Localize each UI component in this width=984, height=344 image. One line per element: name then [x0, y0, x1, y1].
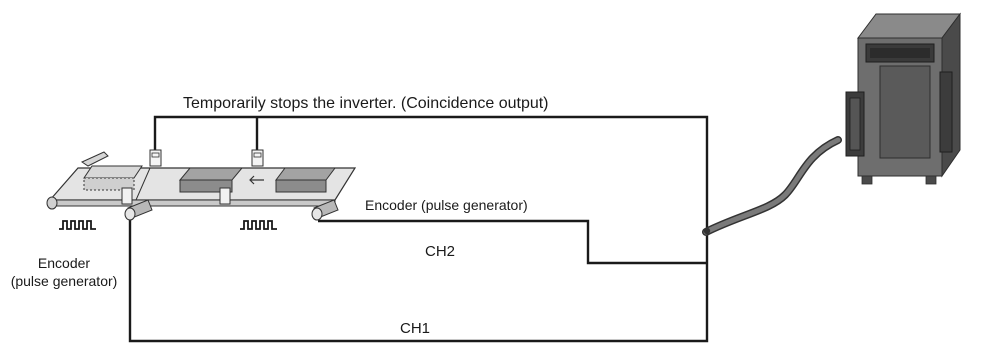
pulse-waveform-right-icon: [240, 220, 277, 230]
encoder-left-icon: [124, 199, 153, 221]
sensor-2-icon: [251, 149, 264, 167]
workpiece-dotted-top: [83, 165, 143, 179]
pulse-waveform-left-icon: [59, 220, 96, 230]
encoder-right-label: Encoder (pulse generator): [365, 197, 528, 213]
coincidence-output-wire: [153, 115, 709, 230]
ch2-wire: [318, 219, 707, 265]
ch2-label: CH2: [425, 243, 455, 260]
conveyor-roller-left: [46, 196, 58, 210]
ch1-label: CH1: [400, 320, 430, 337]
wiring: [128, 115, 709, 343]
conveyor-post-left: [121, 187, 133, 205]
conveyor-post-right: [219, 187, 231, 205]
sensor-1-icon: [149, 149, 162, 167]
counter-module: [845, 12, 961, 185]
coincidence-output-label: Temporarily stops the inverter. (Coincid…: [183, 95, 549, 112]
encoder-left-label-line2: (pulse generator): [11, 273, 118, 289]
workpiece-1-front: [179, 179, 233, 193]
conveyor-lever: [80, 151, 109, 167]
encoder-left-label-line1: Encoder: [38, 255, 90, 271]
workpiece-2-front: [275, 179, 327, 193]
conveyor-front: [49, 199, 336, 207]
workpiece-dotted-front: [83, 177, 135, 191]
encoder-right-icon: [311, 199, 339, 221]
workpiece-1-top: [178, 167, 244, 181]
conveyor: [46, 149, 357, 210]
direction-arrow-icon: [249, 175, 264, 185]
workpiece-2-top: [275, 167, 336, 181]
ch1-wire: [128, 218, 709, 343]
